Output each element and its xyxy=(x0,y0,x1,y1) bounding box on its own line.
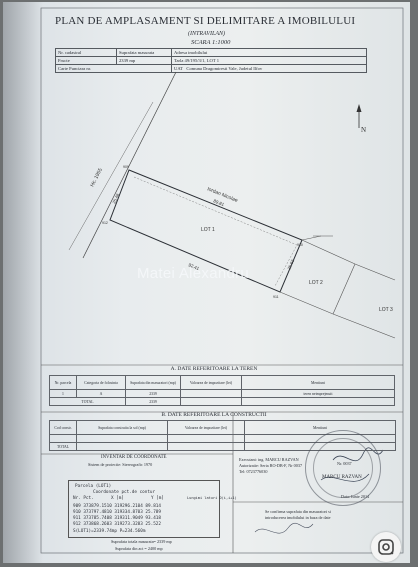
lot2-top xyxy=(301,239,356,265)
coord-h-x: X [m] xyxy=(111,496,124,501)
executant-label: Executant: ing. MARCU RAZVAN xyxy=(239,457,299,462)
lot3-top xyxy=(354,263,396,281)
surveyor-stamp xyxy=(305,430,381,506)
right-length: 25.52 xyxy=(286,258,295,270)
confirm-signature xyxy=(254,522,314,534)
road-edge xyxy=(68,101,154,251)
constr-h-suprafata: Suprafata construita la sol (mp) xyxy=(76,420,168,435)
teren-c-suprafata: 2339 xyxy=(125,389,181,398)
section-b-title: B. DATE REFERITOARE LA CONSTRUCTII xyxy=(161,412,267,418)
document-page: PLAN DE AMPLASAMENT SI DELIMITARE A IMOB… xyxy=(3,2,410,563)
bottom-length: 92.41 xyxy=(188,262,201,271)
inventar-title: INVENTAR DE COORDONATE xyxy=(101,455,167,460)
coord-row-4: 912 373868.2603 319273.3283 25.522 xyxy=(73,522,161,527)
top-length: 89.81 xyxy=(213,198,226,207)
teren-c-valoare xyxy=(180,389,242,398)
surface-total: Suprafata totala masurata= 2339 mp xyxy=(111,539,172,544)
scale-label: SCARA 1:1000 xyxy=(191,39,231,46)
section-a-title: A. DATE REFERITOARE LA TEREN xyxy=(170,366,258,372)
teren-h-categoria: Categoria de folosinta xyxy=(76,375,126,390)
executant-phone: Tel: 0723776030 xyxy=(239,469,268,474)
teren-h-parcela: Nr. parcela xyxy=(49,375,77,390)
point-910: 910 xyxy=(297,243,303,247)
point-912: 912 xyxy=(102,221,108,225)
teren-h-valoare: Valoarea de impozitare (lei) xyxy=(180,375,242,390)
teren-total-label: TOTAL xyxy=(49,397,126,406)
inventar-system: Sistem de proiectie: Stereografic 1970 xyxy=(88,462,153,467)
point-909: 909 xyxy=(123,165,129,169)
north-arrow-head xyxy=(356,104,362,112)
page-shadow xyxy=(3,2,43,563)
confirm-line-1: Se confirma suprafata din masuratori si xyxy=(265,509,331,514)
constr-h-valoare: Valoarea de impozitare (lei) xyxy=(167,420,245,435)
uat-row: UAT Comuna Dragomiresti Vale, Judetul Il… xyxy=(171,64,367,73)
page-title: PLAN DE AMPLASAMENT SI DELIMITARE A IMOB… xyxy=(55,15,356,27)
watermark: Matei Alexandru xyxy=(137,265,250,282)
north-label: N xyxy=(361,126,366,134)
coord-header1: Coordonate pct.de contur xyxy=(93,490,156,495)
page-border xyxy=(40,7,404,554)
teren-total-value: 2339 xyxy=(125,397,181,406)
road-label: Hc. 1955 xyxy=(89,167,104,188)
page-subtitle: (INTRAVILAN) xyxy=(188,31,226,37)
coord-row-2: 910 373797.4810 319334.8703 25.789 xyxy=(73,510,161,515)
lot2-right xyxy=(332,263,356,315)
lot1-label: LOT 1 xyxy=(201,227,215,233)
constr-h-cod: Cod constr. xyxy=(49,420,77,435)
coord-title: Parcela (LOT1) xyxy=(75,484,112,489)
teren-c-parcela: 1 xyxy=(49,389,77,398)
coord-h-lungimi: Lungimi laturi D(i,i+1) xyxy=(187,496,237,500)
teren-c-categoria: A xyxy=(76,389,126,398)
road-line xyxy=(82,71,177,259)
constr-total-label: TOTAL xyxy=(49,442,77,451)
point-911: 911 xyxy=(273,295,279,299)
arrow-mark xyxy=(301,235,322,241)
lot2-bottom xyxy=(279,291,334,315)
lens-icon xyxy=(378,539,394,555)
uat-label: UAT xyxy=(174,66,183,71)
left-length: 25.48 xyxy=(111,192,120,204)
coord-h-y: Y [m] xyxy=(151,496,164,501)
confirm-line-2: introducerea imobilului in baza de date xyxy=(265,515,331,520)
teren-table: Nr. parcela Categoria de folosinta Supra… xyxy=(49,375,395,406)
executant-autorizare: Autorizatie: Seria RO-DB-F, Nr 0037 xyxy=(239,463,303,468)
lot2-label: LOT 2 xyxy=(309,280,323,286)
surveyor-stamp-inner xyxy=(313,438,373,498)
teren-h-suprafata: Suprafata din masuratori (mp) xyxy=(125,375,181,390)
constr-h-mentiuni: Mentiuni xyxy=(244,420,396,435)
header-table: Nr. cadastral Suprafata masurata Adresa … xyxy=(55,48,367,73)
coord-row-1: 909 373879.1510 319296.2104 89.814 xyxy=(73,504,161,509)
google-lens-button[interactable] xyxy=(371,532,401,562)
lot1-inner-line xyxy=(133,176,298,287)
coordinates-table: Parcela (LOT1) Coordonate pct.de contur … xyxy=(68,480,237,538)
lot3-label: LOT 3 xyxy=(379,307,393,313)
uat-value: Comuna Dragomiresti Vale, Judetul Ilfov xyxy=(186,66,263,71)
coord-footer: S(LOT1)=2339.74mp P=234.560m xyxy=(73,529,146,534)
teren-h-mentiuni: Mentiuni xyxy=(241,375,395,390)
coord-h-nr: Nr. Pct. xyxy=(73,496,94,501)
surface-act: Suprafata din act = 2400 mp xyxy=(115,546,163,551)
teren-c-mentiuni: teren neimprejmuit xyxy=(241,389,395,398)
lot3-bottom xyxy=(332,313,396,339)
coord-row-3: 911 373785.7408 319311.9049 93.418 xyxy=(73,516,161,521)
